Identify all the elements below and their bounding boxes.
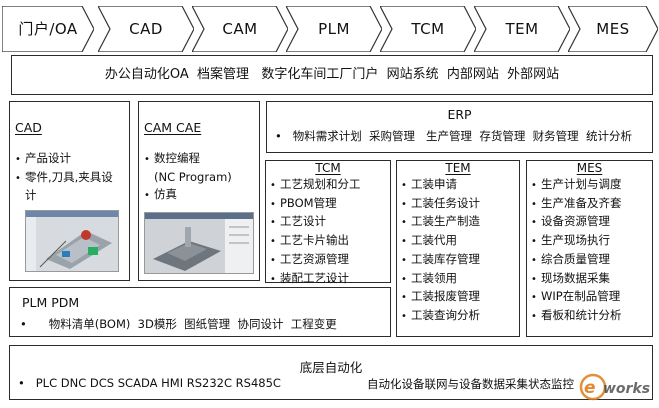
mes-box: MES •生产计划与调度 •生产准备及齐套 •设备资源管理 •生产现场执行 •综… (526, 160, 653, 337)
cad-box: CAD •产品设计 •零件,刀具,夹具设 计 (9, 101, 130, 281)
cam-screenshot-image (144, 212, 254, 274)
tem-items: •工装申请 •工装任务设计 •工装生产制造 •工装代用 •工装库存管理 •工装领… (401, 176, 480, 326)
tem-title: TEM (445, 161, 471, 175)
list-item: •工艺资源管理 (270, 251, 349, 266)
list-item: •仿真 (144, 187, 177, 202)
stage-label: TEM (505, 20, 539, 38)
list-item: •工装代用 (401, 233, 457, 248)
stage-label: CAM (222, 20, 258, 38)
cad-items: •产品设计 •零件,刀具,夹具设 计 (15, 150, 113, 205)
list-item: •生产现场执行 (531, 233, 610, 248)
tcm-items: •工艺规划和分工 •PBOM管理 •工艺设计 •工艺卡片输出 •工艺资源管理 •… (270, 176, 361, 288)
stage-label: PLM (318, 20, 350, 38)
list-item: •工装生产制造 (401, 214, 480, 229)
list-item: (NC Program) (154, 169, 232, 184)
erp-items: • 物料需求计划 采购管理 生产管理 存货管理 财务管理 统计分析 (275, 129, 632, 143)
tcm-title: TCM (315, 161, 341, 175)
automation-protocols: • PLC DNC DCS SCADA HMI RS232C RS485C (18, 376, 281, 390)
list-item: •工艺规划和分工 (270, 177, 361, 191)
cam-items: •数控编程 (NC Program) •仿真 (144, 150, 232, 205)
tcm-box: TCM •工艺规划和分工 •PBOM管理 •工艺设计 •工艺卡片输出 •工艺资源… (265, 160, 391, 285)
list-item: •生产计划与调度 (531, 177, 622, 191)
tem-box: TEM •工装申请 •工装任务设计 •工装生产制造 •工装代用 •工装库存管理 … (396, 160, 520, 337)
e-works-logo: e works (576, 372, 656, 402)
portal-bar: 办公自动化OA 档案管理 数字化车间工厂门户 网站系统 内部网站 外部网站 (11, 55, 653, 95)
mes-items: •生产计划与调度 •生产准备及齐套 •设备资源管理 •生产现场执行 •综合质量管… (531, 176, 622, 326)
list-item: •工装报废管理 (401, 289, 480, 304)
list-item: •工装领用 (401, 270, 457, 285)
chevron-stage-tem: TEM (474, 6, 570, 52)
list-item: •装配工艺设计 (270, 270, 349, 285)
list-item: •工装查询分析 (401, 307, 480, 322)
erp-title: ERP (447, 107, 472, 122)
chevron-stage-plm: PLM (286, 6, 382, 52)
list-item: •零件,刀具,夹具设 (15, 169, 113, 184)
list-item: •工装库存管理 (401, 251, 480, 266)
automation-box: 底层自动化 • PLC DNC DCS SCADA HMI RS232C RS4… (9, 345, 653, 400)
list-item: •工装申请 (401, 177, 457, 191)
list-item: •数控编程 (144, 151, 200, 165)
list-item: •WIP在制品管理 (531, 289, 621, 304)
stage-label: 门户/OA (18, 20, 78, 38)
list-item: •看板和统计分析 (531, 307, 622, 322)
cam-cae-box: CAM CAE •数控编程 (NC Program) •仿真 (138, 101, 260, 281)
erp-box: ERP • 物料需求计划 采购管理 生产管理 存货管理 财务管理 统计分析 (266, 101, 653, 153)
portal-text: 办公自动化OA 档案管理 数字化车间工厂门户 网站系统 内部网站 外部网站 (104, 67, 560, 82)
list-item: •工艺卡片输出 (270, 233, 349, 248)
stage-label: CAD (129, 20, 163, 38)
mes-title: MES (576, 161, 603, 175)
svg-text:works: works (603, 381, 650, 397)
process-chevron-row: 门户/OA CAD CAM PLM TCM TEM MES (0, 6, 659, 52)
chevron-stage-cad: CAD (98, 6, 194, 52)
list-item: •产品设计 (15, 151, 71, 165)
stage-label: TCM (411, 20, 445, 38)
plm-pdm-box: PLM PDM • 物料清单(BOM) 3D模形 图纸管理 协同设计 工程变更 (9, 287, 391, 337)
list-item: •现场数据采集 (531, 270, 610, 285)
cad-screenshot-image (25, 210, 119, 272)
list-item: •综合质量管理 (531, 251, 610, 266)
plm-title: PLM PDM (22, 295, 80, 310)
chevron-stage-tcm: TCM (380, 6, 476, 52)
list-item: •设备资源管理 (531, 214, 610, 229)
stage-label: MES (596, 20, 630, 38)
list-item: 计 (25, 188, 37, 203)
list-item: •工艺设计 (270, 214, 326, 229)
svg-text:e: e (584, 378, 596, 398)
list-item: •PBOM管理 (270, 195, 337, 210)
cam-title: CAM CAE (144, 120, 202, 135)
list-item: •工装任务设计 (401, 195, 480, 210)
plm-items: • 物料清单(BOM) 3D模形 图纸管理 协同设计 工程变更 (20, 317, 337, 331)
chevron-stage-mes: MES (568, 6, 658, 52)
list-item: •生产准备及齐套 (531, 195, 622, 210)
automation-title: 底层自动化 (299, 360, 363, 375)
cad-title: CAD (15, 120, 42, 135)
chevron-stage-cam: CAM (192, 6, 288, 52)
chevron-stage-portal: 门户/OA (2, 6, 94, 52)
automation-monitoring: 自动化设备联网与设备数据采集状态监控 (367, 377, 574, 391)
